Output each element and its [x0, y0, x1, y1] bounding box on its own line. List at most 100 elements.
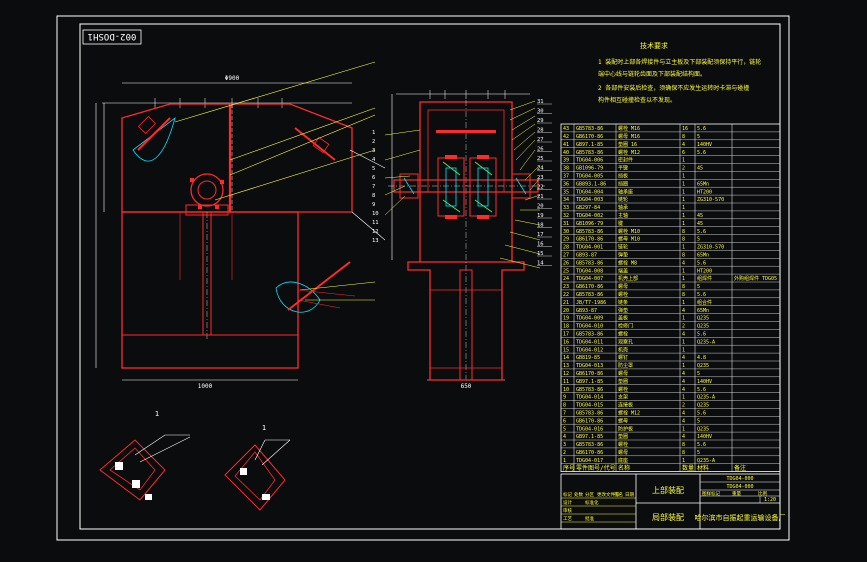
parts-cell: 1 — [682, 363, 685, 369]
title-block-cell: 更改文件号 — [597, 491, 620, 498]
title-block-cell: 处数 — [574, 491, 583, 498]
svg-text:Φ900: Φ900 — [225, 75, 240, 82]
title-block-cell: 审核 — [563, 507, 572, 514]
parts-cell: 1 — [682, 268, 685, 274]
detail-label-1: 1 — [155, 410, 159, 418]
callout-number: 21 — [537, 194, 544, 200]
parts-cell: GB97.1-85 — [576, 434, 603, 440]
parts-cell: 主轴 — [618, 212, 628, 219]
callout-number: 2 — [372, 139, 375, 145]
title-block-cell: 标准化 — [585, 499, 599, 506]
callout-number: 24 — [537, 166, 544, 172]
parts-cell: 65Mn — [697, 308, 709, 314]
parts-cell: 1 — [682, 181, 685, 187]
callout-number: 22 — [537, 185, 544, 191]
parts-cell: 4 — [682, 142, 685, 148]
parts-cell: 防护板 — [618, 425, 633, 432]
tech-heading: 技术要求 — [640, 41, 668, 50]
parts-cell: 8 — [682, 284, 685, 290]
parts-cell: 1 — [682, 300, 685, 306]
parts-cell: 4 — [682, 387, 685, 393]
parts-cell: GB6170-86 — [576, 371, 603, 377]
code-box — [82, 29, 142, 45]
parts-cell: 挡圈 — [618, 180, 628, 187]
parts-cell: GB6170-86 — [576, 418, 603, 424]
callout-number: 15 — [537, 251, 544, 257]
parts-cell: 垫圈 16 — [618, 141, 637, 148]
parts-cell: 5.6 — [697, 332, 706, 338]
callout-number: 7 — [372, 184, 375, 190]
parts-cell: 观察孔 — [618, 338, 633, 345]
parts-cell: 5 — [697, 418, 700, 424]
parts-cell: 螺母 — [618, 370, 628, 377]
parts-cell: 链轮 — [618, 244, 628, 251]
parts-cell: 链条 — [618, 299, 628, 306]
parts-cell: Q235 — [697, 316, 709, 322]
parts-cell: 1 — [682, 426, 685, 432]
parts-cell: 轴承 — [618, 204, 628, 211]
callout-number: 6 — [372, 175, 375, 181]
callout-number: 18 — [537, 223, 544, 229]
parts-cell: 弹垫 — [618, 252, 628, 259]
outer-frame — [56, 15, 790, 541]
parts-cell: 1 — [682, 395, 685, 401]
tb-right-label-3: 比例 — [758, 490, 767, 497]
parts-cell: 1 — [682, 221, 685, 227]
parts-cell: 弹垫 — [618, 307, 628, 314]
parts-cell: GB5783-86 — [576, 292, 603, 298]
parts-cell: ZG310-570 — [697, 197, 724, 203]
parts-cell: 26 — [563, 260, 569, 266]
title-block-cell: 设计 — [563, 499, 572, 506]
parts-cell: 平键 — [618, 165, 628, 172]
parts-cell: 螺栓 — [618, 386, 628, 393]
parts-cell: 4 — [563, 434, 566, 440]
parts-cell: 螺母 M10 — [618, 236, 640, 243]
parts-cell: 螺栓 — [618, 291, 628, 298]
parts-cell: 6 — [682, 150, 685, 156]
parts-cell: 4 — [682, 379, 685, 385]
parts-cell: 5.6 — [697, 411, 706, 417]
parts-cell: 5.6 — [697, 150, 706, 156]
parts-cell: 螺栓 — [618, 331, 628, 338]
title-block-cell: 工艺 — [563, 516, 572, 522]
parts-cell: 1 — [682, 189, 685, 195]
parts-cell: 5 — [563, 426, 566, 432]
parts-cell: GB6170-86 — [576, 284, 603, 290]
parts-cell: 65Mn — [697, 181, 709, 187]
parts-header-cell: 序号 — [563, 464, 575, 472]
parts-cell: 轴承座 — [618, 188, 633, 195]
parts-cell: 27 — [563, 253, 569, 259]
parts-cell: 2 — [682, 166, 685, 172]
parts-cell: 4 — [682, 260, 685, 266]
parts-cell: 1 — [682, 458, 685, 464]
callout-number: 9 — [372, 202, 375, 208]
parts-cell: 16 — [682, 126, 688, 132]
parts-cell: 盖板 — [618, 315, 628, 322]
parts-cell: Q235 — [697, 403, 709, 409]
parts-cell: 4.8 — [697, 355, 706, 361]
callout-number: 4 — [372, 157, 376, 163]
parts-cell: 垫圈 — [618, 378, 628, 385]
parts-cell: 密封件 — [618, 157, 633, 164]
parts-cell: 底座 — [618, 457, 628, 464]
parts-cell: 13 — [563, 363, 569, 369]
parts-cell: TDG04-017 — [576, 458, 603, 464]
parts-cell: 检修门 — [618, 323, 633, 330]
parts-cell: 12 — [563, 371, 569, 377]
parts-cell: GB97.1-85 — [576, 379, 603, 385]
parts-cell: 支架 — [618, 394, 628, 401]
parts-cell: 35 — [563, 189, 569, 195]
parts-cell: 5 — [697, 450, 700, 456]
parts-cell: 22 — [563, 292, 569, 298]
parts-cell: 连接板 — [618, 402, 633, 409]
title-block-cell: 标记 — [563, 491, 572, 498]
callout-number: 28 — [537, 128, 544, 134]
parts-cell: GB893.1-86 — [576, 181, 606, 187]
parts-cell: GB5783-86 — [576, 387, 603, 393]
parts-cell: 40 — [563, 150, 569, 156]
parts-cell: 45 — [697, 213, 703, 219]
callout-number: 27 — [537, 137, 544, 143]
